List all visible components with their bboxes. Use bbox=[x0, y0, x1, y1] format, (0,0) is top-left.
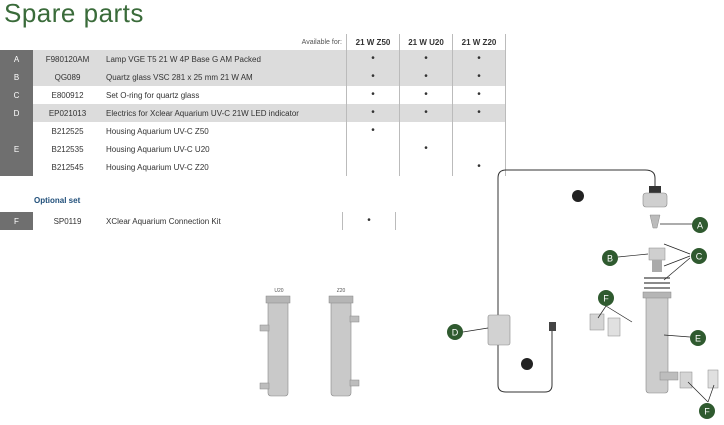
part-code: QG089 bbox=[33, 68, 102, 86]
availability-mark: • bbox=[346, 104, 400, 122]
availability-mark: • bbox=[346, 50, 400, 68]
part-code: E800912 bbox=[51, 90, 84, 100]
row-letter-group: E bbox=[0, 122, 33, 176]
part-description: XClear Aquarium Connection Kit bbox=[106, 216, 221, 226]
availability-mark: • bbox=[399, 68, 453, 86]
availability-mark: • bbox=[452, 68, 506, 86]
callout-e: E bbox=[690, 330, 706, 346]
availability-mark bbox=[346, 140, 400, 158]
table-row: B QG089 Quartz glass VSC 281 x 25 mm 21 … bbox=[0, 68, 506, 86]
row-letter: D bbox=[0, 104, 33, 122]
availability-mark bbox=[399, 158, 453, 176]
part-description: Housing Aquarium UV-C Z50 bbox=[106, 126, 209, 136]
row-letter: C bbox=[0, 86, 33, 104]
callout-label: F bbox=[603, 294, 609, 304]
availability-mark bbox=[452, 122, 506, 140]
callout-label: B bbox=[607, 254, 613, 264]
part-code: F980120AM bbox=[33, 50, 102, 68]
optional-set-table: F SP0119 XClear Aquarium Connection Kit … bbox=[0, 212, 396, 230]
availability-mark: • bbox=[399, 50, 453, 68]
availability-mark: • bbox=[452, 104, 506, 122]
availability-mark bbox=[399, 122, 453, 140]
callout-label: A bbox=[697, 221, 703, 231]
callout-a: A bbox=[692, 217, 708, 233]
callout-b: B bbox=[602, 250, 618, 266]
column-header: 21 W Z50 bbox=[346, 34, 400, 50]
callout-f: F bbox=[699, 403, 715, 419]
row-letter-e: E bbox=[0, 122, 33, 176]
table-row: C E800912 Set O-ring for quartz glass • … bbox=[0, 86, 506, 104]
row-letter: A bbox=[0, 50, 33, 68]
callout-label: E bbox=[695, 334, 701, 344]
availability-mark bbox=[346, 158, 400, 176]
housing-z20-drawing bbox=[328, 295, 360, 397]
availability-mark: • bbox=[399, 86, 453, 104]
table-row: B212525 Housing Aquarium UV-C Z50 • bbox=[0, 122, 506, 140]
housing-label: Z20 bbox=[337, 288, 346, 294]
power-cable bbox=[497, 169, 656, 393]
callout-d: D bbox=[447, 324, 463, 340]
electrics-box-drawing bbox=[487, 314, 556, 346]
callout-label: D bbox=[452, 328, 459, 338]
housing-label: U20 bbox=[274, 288, 283, 294]
part-description: Lamp VGE T5 21 W 4P Base G AM Packed bbox=[102, 50, 347, 68]
availability-mark bbox=[452, 140, 506, 158]
housing-u20-drawing bbox=[259, 295, 291, 397]
lamp-icon bbox=[572, 190, 584, 202]
part-code: SP0119 bbox=[53, 216, 82, 226]
availability-mark: • bbox=[452, 158, 506, 176]
column-header: 21 W U20 bbox=[399, 34, 453, 50]
callout-label: F bbox=[704, 407, 710, 417]
table-row: D EP021013 Electrics for Xclear Aquarium… bbox=[0, 104, 506, 122]
availability-mark: • bbox=[452, 86, 506, 104]
table-row: B212545 Housing Aquarium UV-C Z20 • bbox=[0, 158, 506, 176]
part-code: B212545 bbox=[51, 162, 84, 172]
table-row: A F980120AM Lamp VGE T5 21 W 4P Base G A… bbox=[0, 50, 506, 68]
available-for-label: Available for: bbox=[301, 38, 342, 46]
page-title: Spare parts bbox=[4, 0, 144, 28]
callout-c: C bbox=[691, 248, 707, 264]
callout-leaders bbox=[462, 223, 715, 403]
part-code: B212525 bbox=[51, 126, 84, 136]
row-letter: B bbox=[0, 68, 33, 86]
part-description: Electrics for Xclear Aquarium UV-C 21W L… bbox=[102, 104, 347, 122]
part-description: Housing Aquarium UV-C Z20 bbox=[106, 162, 209, 172]
part-code: B212535 bbox=[51, 144, 84, 154]
part-description: Quartz glass VSC 281 x 25 mm 21 W AM bbox=[102, 68, 347, 86]
availability-mark: • bbox=[452, 50, 506, 68]
column-header: 21 W Z20 bbox=[452, 34, 506, 50]
availability-mark: • bbox=[399, 140, 453, 158]
part-code: EP021013 bbox=[33, 104, 102, 122]
spare-parts-table: Available for: 21 W Z50 21 W U20 21 W Z2… bbox=[0, 34, 506, 176]
availability-mark: • bbox=[346, 122, 400, 140]
power-icon bbox=[521, 358, 533, 370]
availability-mark: • bbox=[346, 68, 400, 86]
table-row: E B212535 Housing Aquarium UV-C U20 • bbox=[0, 122, 506, 176]
part-description: Housing Aquarium UV-C U20 bbox=[106, 144, 210, 154]
table-header-row: Available for: 21 W Z50 21 W U20 21 W Z2… bbox=[0, 34, 506, 50]
optional-set-heading: Optional set bbox=[34, 196, 81, 205]
row-letter: F bbox=[0, 212, 33, 230]
availability-mark: • bbox=[342, 212, 396, 230]
availability-mark: • bbox=[346, 86, 400, 104]
part-description: Set O-ring for quartz glass bbox=[106, 90, 200, 100]
callout-label: C bbox=[696, 252, 703, 262]
callout-f: F bbox=[598, 290, 614, 306]
availability-mark: • bbox=[399, 104, 453, 122]
table-row: F SP0119 XClear Aquarium Connection Kit … bbox=[0, 212, 396, 230]
uv-unit-drawing bbox=[589, 186, 719, 394]
